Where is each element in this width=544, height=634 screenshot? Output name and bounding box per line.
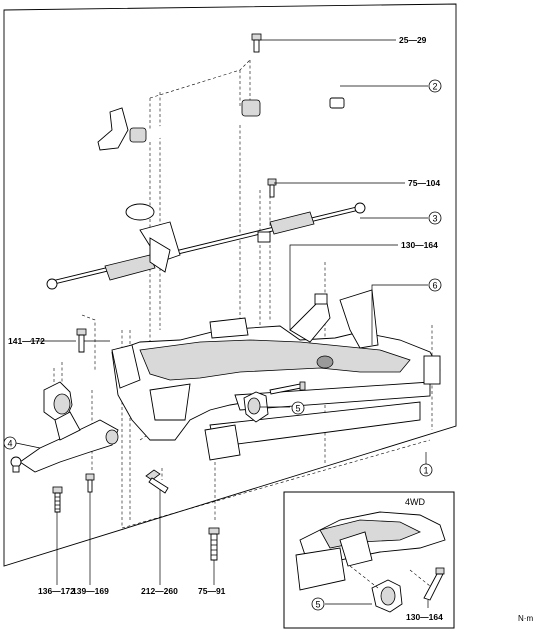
- callout-3: 3: [428, 211, 442, 225]
- svg-text:2: 2: [432, 82, 437, 92]
- svg-text:1: 1: [423, 466, 428, 476]
- crossmember: [111, 289, 441, 461]
- bolt-lower-3: [145, 469, 169, 494]
- steering-gear: [46, 202, 366, 290]
- callout-4: 4: [3, 436, 17, 450]
- bolt-lower-4: [208, 527, 220, 561]
- bolt-left-mid: [76, 328, 87, 353]
- inset-4wd: 4WD: [283, 491, 455, 629]
- inset-title: 4WD: [405, 497, 426, 507]
- torque-75-104: 75—104: [408, 178, 440, 188]
- torque-130-164-top: 130—164: [401, 240, 438, 250]
- callout-1: 1: [419, 463, 433, 477]
- bolt-mid: [267, 178, 277, 198]
- svg-text:6: 6: [432, 281, 437, 291]
- bolt-top: [251, 33, 262, 53]
- torque-139-169: 139—169: [72, 586, 109, 596]
- callout-5: 5: [291, 401, 305, 415]
- svg-text:3: 3: [432, 214, 437, 224]
- leader-lines: [15, 39, 429, 608]
- lower-control-arm: [10, 381, 119, 473]
- torque-136-172: 136—172: [38, 586, 75, 596]
- callout-6: 6: [428, 278, 442, 292]
- torque-75-91: 75—91: [198, 586, 226, 596]
- svg-text:5: 5: [315, 600, 320, 610]
- engine-mount: [243, 391, 269, 423]
- torque-130-164-inset: 130—164: [406, 612, 443, 622]
- torque-212-260: 212—260: [141, 586, 178, 596]
- torque-25-29: 25—29: [399, 35, 427, 45]
- torque-141-172: 141—172: [8, 336, 45, 346]
- svg-text:4: 4: [7, 439, 12, 449]
- callout-2: 2: [428, 79, 442, 93]
- bolt-mount: [269, 381, 306, 395]
- unit-label: N·m: [518, 614, 533, 623]
- svg-text:5: 5: [295, 404, 300, 414]
- stabilizer-bar: [97, 84, 346, 151]
- bolt-lower-1: [52, 486, 63, 513]
- callout-5-inset: 5: [311, 597, 325, 611]
- bolt-lower-2: [85, 473, 95, 493]
